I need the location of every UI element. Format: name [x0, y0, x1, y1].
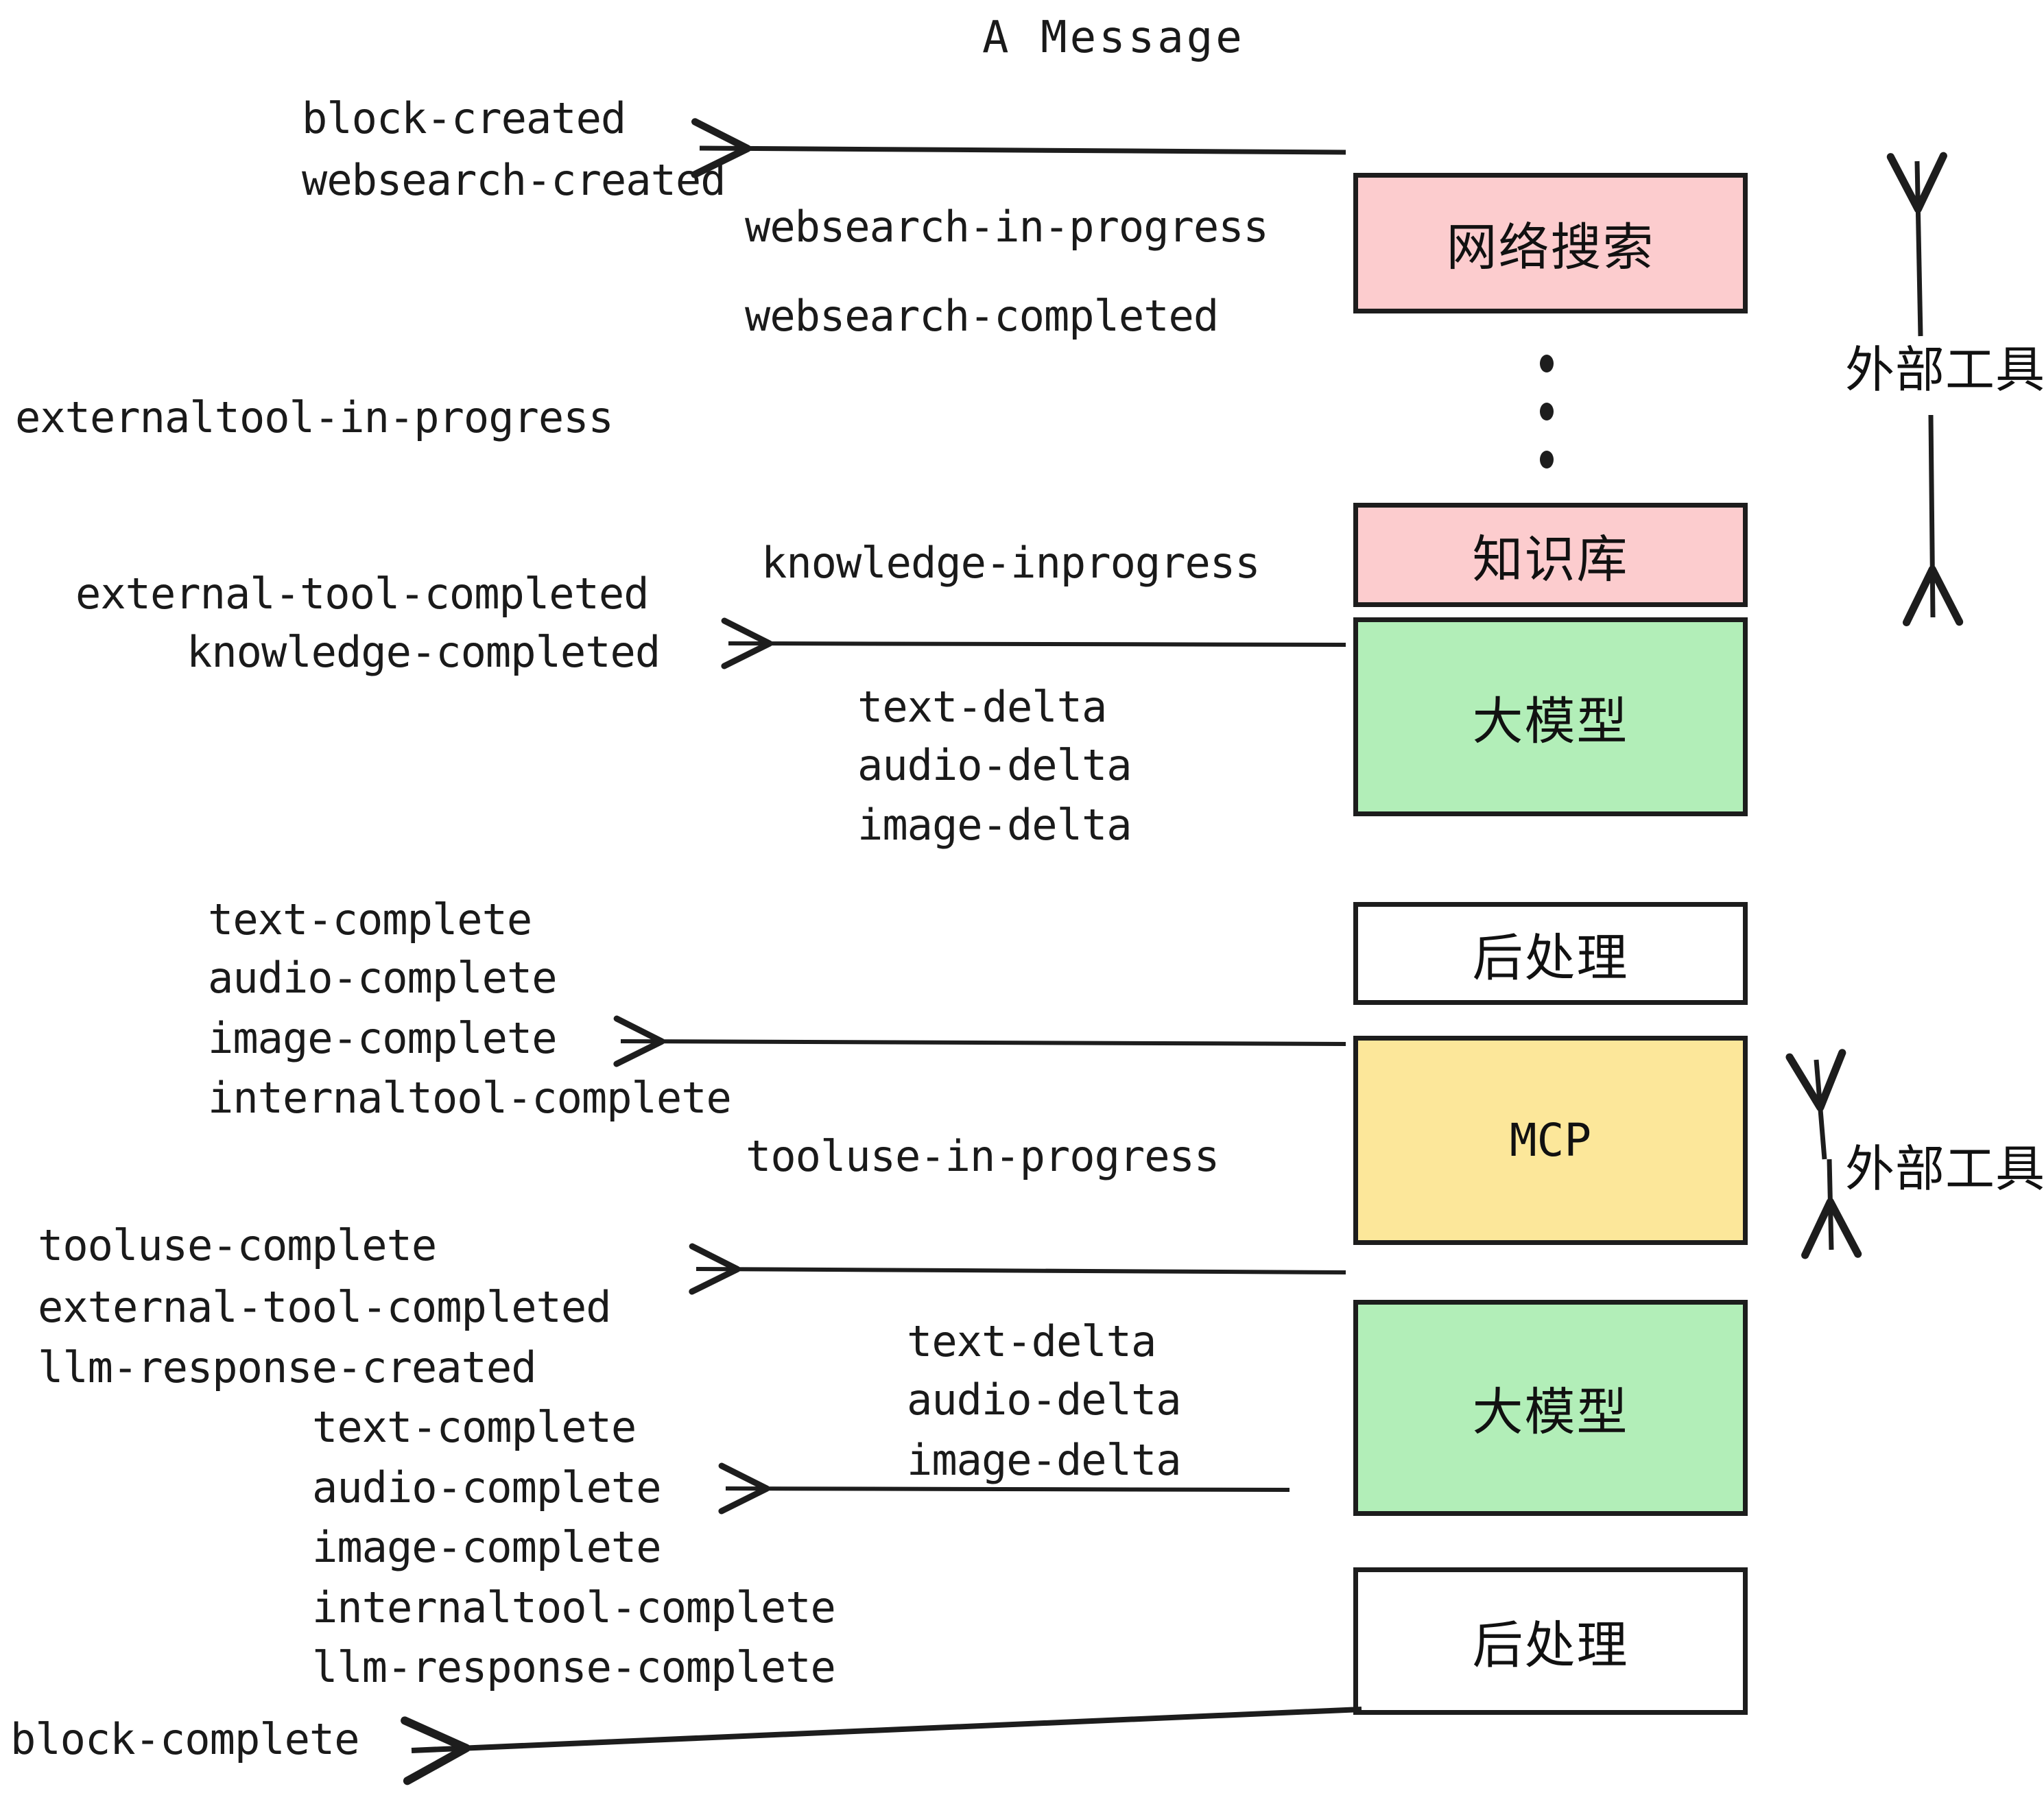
event-image-complete-1: image-complete [208, 1013, 558, 1063]
event-external-tool-completed-1: external-tool-completed [75, 569, 650, 619]
event-audio-delta-2: audio-delta [907, 1375, 1182, 1425]
event-knowledge-completed: knowledge-completed [187, 627, 661, 677]
box-postprocess-lower[interactable]: 后处理 [1353, 1567, 1748, 1715]
arrow-external-tools-up-bottom [1785, 1049, 1846, 1160]
event-audio-complete-2: audio-complete [312, 1462, 662, 1512]
event-websearch-in-progress: websearch-in-progress [745, 202, 1269, 252]
arrow-external-tools-down-top [1902, 414, 1964, 626]
box-websearch[interactable]: 网络搜索 [1353, 173, 1748, 313]
event-websearch-created: websearch-created [302, 155, 726, 205]
event-text-complete-2: text-complete [312, 1402, 637, 1452]
event-audio-complete-1: audio-complete [208, 953, 558, 1003]
event-block-created: block-created [302, 93, 626, 143]
side-label-external-tools-bottom: 外部工具 [1845, 1140, 2044, 1198]
event-image-delta-1: image-delta [857, 800, 1132, 850]
event-text-delta-1: text-delta [857, 682, 1107, 732]
event-image-delta-2: image-delta [907, 1435, 1182, 1485]
box-knowledge[interactable]: 知识库 [1353, 503, 1748, 607]
arrow-postprocess-to-blockcomplete [401, 1707, 1362, 1785]
event-knowledge-inprogress: knowledge-inprogress [761, 538, 1261, 588]
event-internaltool-complete-1: internaltool-complete [208, 1073, 732, 1123]
box-mcp[interactable]: MCP [1353, 1036, 1748, 1245]
diagram-title: A Message [982, 12, 1245, 63]
arrow-postprocess-to-imagecomplete [613, 1015, 1346, 1067]
side-label-external-tools-top: 外部工具 [1845, 341, 2044, 399]
event-tooluse-complete: tooluse-complete [38, 1220, 437, 1270]
event-audio-delta-1: audio-delta [857, 740, 1132, 790]
arrow-knowledge-to-completed [721, 617, 1346, 669]
ellipsis-dots [1540, 340, 1554, 484]
event-block-complete: block-complete [10, 1714, 360, 1764]
event-internaltool-complete-2: internaltool-complete [312, 1582, 836, 1633]
event-tooluse-in-progress: tooluse-in-progress [746, 1131, 1220, 1181]
box-postprocess-upper[interactable]: 后处理 [1353, 902, 1748, 1005]
event-llm-response-complete: llm-response-complete [312, 1642, 836, 1692]
event-image-complete-2: image-complete [312, 1522, 662, 1572]
arrow-mcp-to-toolusecomplete [689, 1243, 1346, 1295]
arrow-external-tools-down-bottom [1801, 1159, 1862, 1259]
event-text-delta-2: text-delta [907, 1316, 1156, 1366]
event-externaltool-in-progress: externaltool-in-progress [15, 392, 614, 442]
box-llm-lower[interactable]: 大模型 [1353, 1300, 1748, 1516]
arrow-llm-to-audiocomplete [718, 1462, 1290, 1515]
event-llm-response-created: llm-response-created [38, 1342, 537, 1392]
arrow-websearch-to-blockcreated [691, 118, 1346, 178]
arrow-external-tools-up-top [1886, 152, 1947, 337]
event-websearch-completed: websearch-completed [745, 291, 1219, 341]
event-external-tool-completed-2: external-tool-completed [38, 1282, 612, 1332]
event-text-complete-1: text-complete [208, 894, 532, 945]
box-llm-upper[interactable]: 大模型 [1353, 617, 1748, 816]
